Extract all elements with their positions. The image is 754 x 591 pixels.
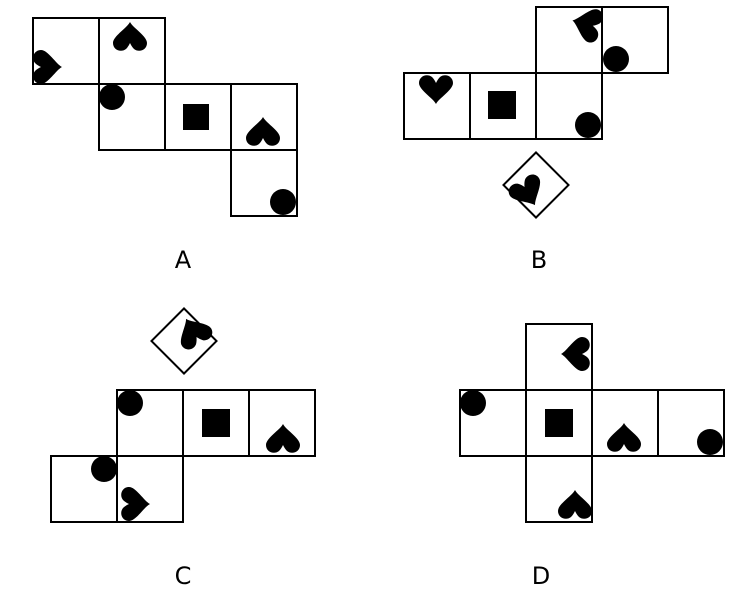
circle-icon	[697, 429, 723, 455]
net-a-face-6	[230, 149, 298, 217]
net-c-face-1	[150, 307, 218, 375]
panel-label-b: B	[531, 246, 547, 274]
square-icon	[202, 409, 230, 437]
square-icon	[183, 104, 209, 130]
net-b-face-2	[469, 72, 537, 140]
square-icon	[488, 91, 516, 119]
net-b-face-4	[535, 3, 605, 74]
net-d-face-3	[525, 389, 593, 457]
net-b-face-1	[403, 72, 471, 140]
net-b: B	[403, 3, 669, 274]
net-a-face-1	[32, 17, 100, 85]
net-c-face-6	[50, 455, 118, 523]
net-d-face-1	[525, 323, 593, 391]
panel-label-c: C	[175, 562, 192, 590]
net-c-face-4	[248, 389, 316, 457]
net-b-face-5	[601, 6, 669, 74]
net-d-face-4	[591, 389, 659, 457]
circle-icon	[575, 112, 601, 138]
net-d: D	[459, 323, 725, 590]
net-a-face-5	[230, 83, 298, 151]
circle-icon	[117, 390, 143, 416]
net-c-face-5	[116, 455, 184, 523]
circle-icon	[99, 84, 125, 110]
net-a: A	[32, 17, 298, 274]
net-a-face-3	[98, 83, 166, 151]
circle-icon	[91, 456, 117, 482]
panel-label-a: A	[175, 246, 192, 274]
net-c: C	[50, 307, 316, 590]
circle-icon	[460, 390, 486, 416]
net-a-face-2	[98, 17, 166, 85]
panel-label-d: D	[532, 562, 550, 590]
square-icon	[545, 409, 573, 437]
net-b-face-3	[535, 72, 603, 140]
net-c-face-2	[116, 389, 184, 457]
net-c-face-3	[182, 389, 250, 457]
net-b-face-6	[502, 151, 570, 219]
circle-icon	[270, 189, 296, 215]
net-a-face-4	[164, 83, 232, 151]
net-d-face-5	[657, 389, 725, 457]
net-d-face-2	[459, 389, 527, 457]
circle-icon	[603, 46, 629, 72]
net-d-face-6	[525, 455, 593, 523]
